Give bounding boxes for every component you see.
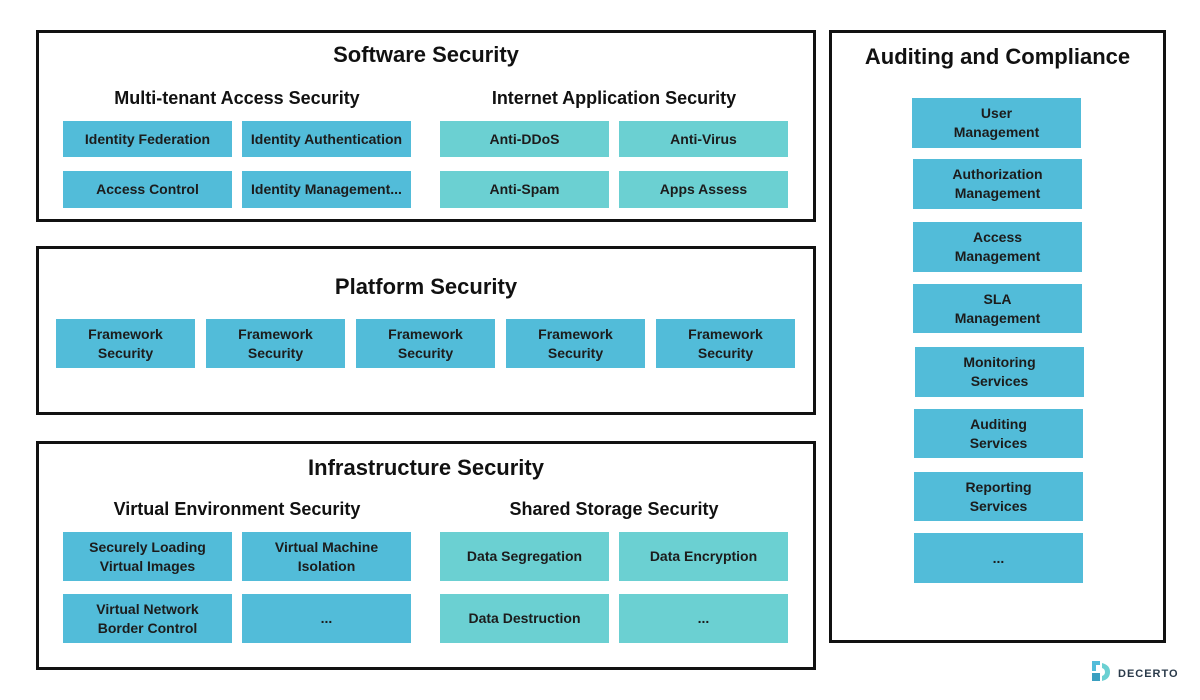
securely-loading-box: Securely Loading Virtual Images: [63, 532, 232, 581]
auditing-services-box: Auditing Services: [914, 409, 1083, 458]
apps-assess-box: Apps Assess: [619, 171, 788, 208]
platform-security-title: Platform Security: [334, 274, 518, 299]
framework-security-box-1: Framework Security: [56, 319, 195, 368]
data-segregation-box: Data Segregation: [440, 532, 609, 581]
anti-virus-box: Anti-Virus: [619, 121, 788, 157]
sla-management-box: SLA Management: [913, 284, 1082, 333]
shared-storage-title: Shared Storage Security: [509, 499, 719, 519]
vm-isolation-box: Virtual Machine Isolation: [242, 532, 411, 581]
multi-tenant-title: Multi-tenant Access Security: [114, 88, 360, 108]
decerto-logo: DECERTO: [1090, 659, 1179, 688]
anti-spam-box: Anti-Spam: [440, 171, 609, 208]
monitoring-services-box: Monitoring Services: [915, 347, 1084, 397]
virtual-env-more-box: ...: [242, 594, 411, 643]
authorization-management-box: Authorization Management: [913, 159, 1082, 209]
decerto-logo-text: DECERTO: [1118, 667, 1179, 680]
data-destruction-box: Data Destruction: [440, 594, 609, 643]
user-management-box: User Management: [912, 98, 1081, 148]
auditing-more-box: ...: [914, 533, 1083, 583]
infrastructure-security-title: Infrastructure Security: [308, 455, 544, 480]
virtual-network-border-box: Virtual Network Border Control: [63, 594, 232, 643]
internet-application-title: Internet Application Security: [491, 88, 737, 108]
software-security-title: Software Security: [333, 42, 519, 67]
access-management-box: Access Management: [913, 222, 1082, 272]
identity-authentication-box: Identity Authentication: [242, 121, 411, 157]
decerto-logo-icon: [1090, 659, 1112, 688]
identity-management-box: Identity Management...: [242, 171, 411, 208]
framework-security-box-4: Framework Security: [506, 319, 645, 368]
framework-security-box-5: Framework Security: [656, 319, 795, 368]
framework-security-box-3: Framework Security: [356, 319, 495, 368]
access-control-box: Access Control: [63, 171, 232, 208]
reporting-services-box: Reporting Services: [914, 472, 1083, 521]
auditing-compliance-title: Auditing and Compliance: [864, 44, 1131, 69]
data-encryption-box: Data Encryption: [619, 532, 788, 581]
shared-storage-more-box: ...: [619, 594, 788, 643]
identity-federation-box: Identity Federation: [63, 121, 232, 157]
framework-security-box-2: Framework Security: [206, 319, 345, 368]
virtual-environment-title: Virtual Environment Security: [113, 499, 361, 519]
anti-ddos-box: Anti-DDoS: [440, 121, 609, 157]
